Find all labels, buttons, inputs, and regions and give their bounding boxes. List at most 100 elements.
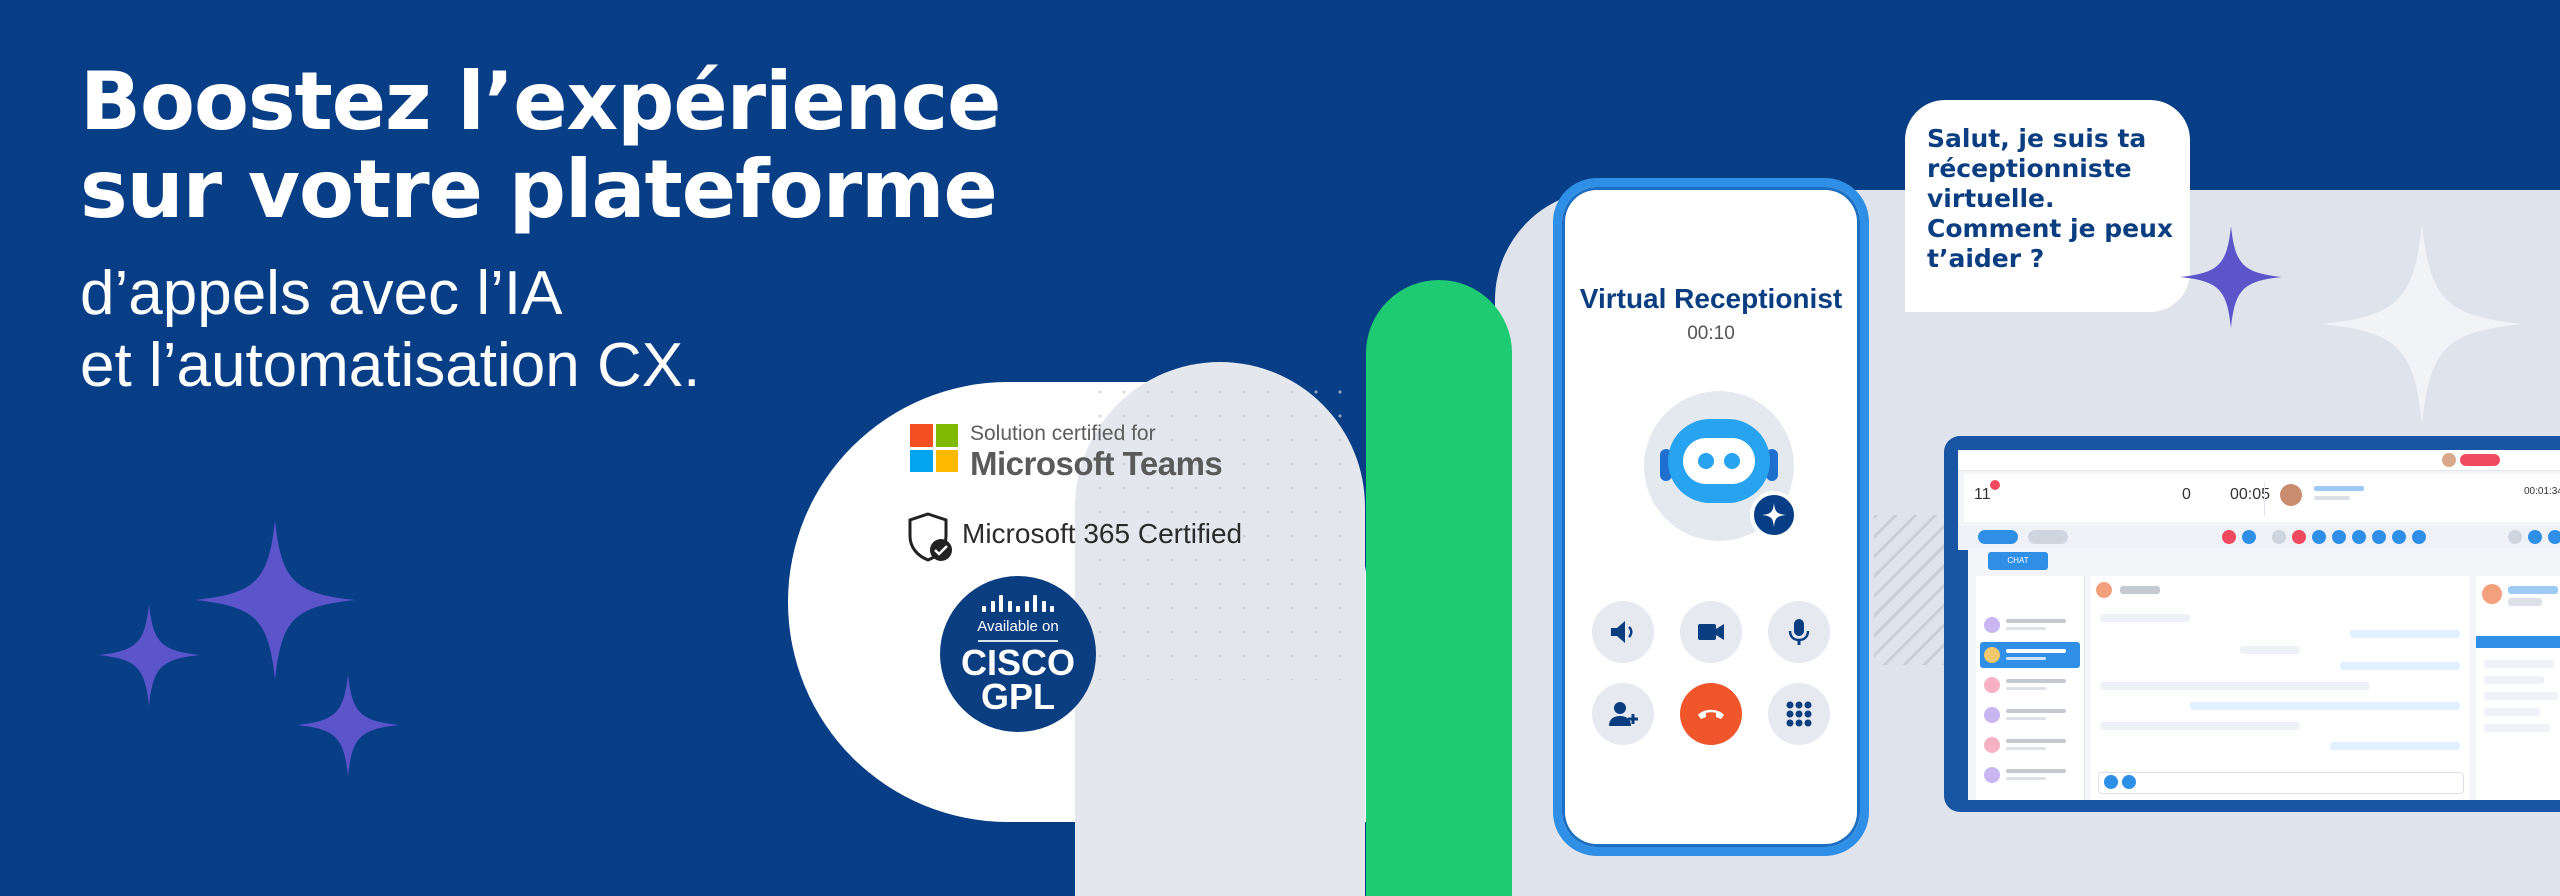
speaker-icon xyxy=(1611,621,1633,643)
add-user-button[interactable] xyxy=(1592,683,1654,745)
add-user-icon xyxy=(1609,702,1638,726)
ai-sparkle-badge xyxy=(1750,491,1798,539)
sparkle-icon xyxy=(98,604,200,706)
teams-certification: Solution certified for Microsoft Teams xyxy=(970,422,1223,482)
chat-input[interactable] xyxy=(2098,772,2464,794)
toolbar-action[interactable] xyxy=(2332,530,2346,544)
teams-cert-caption: Solution certified for xyxy=(970,422,1156,445)
subheadline-line-1: d’appels avec l’IA xyxy=(80,259,563,328)
avatar xyxy=(2482,584,2502,604)
stat-time-2: 00:01:34 xyxy=(2524,486,2560,497)
toolbar-action[interactable] xyxy=(2412,530,2426,544)
chat-panel xyxy=(2090,576,2470,800)
chat-message xyxy=(2240,646,2300,654)
contact-center-screen: 11 0 00:05 00:01:34 xyxy=(1958,450,2560,800)
toolbar-action[interactable] xyxy=(2372,530,2386,544)
headline-line-2: sur votre plateforme xyxy=(80,143,998,236)
robot-eye-left xyxy=(1698,453,1714,469)
status-button[interactable] xyxy=(1978,530,2018,544)
hang-up-button[interactable] xyxy=(1680,683,1742,745)
alert-dot xyxy=(1990,480,2000,490)
app-topbar xyxy=(1958,450,2560,471)
status-badge xyxy=(2460,454,2500,466)
chat-message xyxy=(2330,742,2460,750)
toolbar-action[interactable] xyxy=(2312,530,2326,544)
call-timer: 00:10 xyxy=(1687,323,1735,344)
teams-cert-name: Microsoft Teams xyxy=(970,445,1223,482)
keypad-button[interactable] xyxy=(1768,683,1830,745)
speech-bubble: Salut, je suis ta réceptionniste virtuel… xyxy=(1905,100,2190,312)
chat-message xyxy=(2350,630,2460,638)
cisco-name-line-2: GPL xyxy=(980,676,1055,717)
chat-message xyxy=(2100,722,2300,730)
subheadline-line-2: et l’automatisation CX. xyxy=(80,331,701,400)
keypad-icon xyxy=(1786,701,1812,727)
call-title: Virtual Receptionist xyxy=(1579,283,1843,314)
attach-button[interactable] xyxy=(2122,775,2136,789)
list-item[interactable] xyxy=(1980,672,2080,698)
phone-mockup: Virtual Receptionist 00:10 xyxy=(1553,178,1869,856)
toolbar-action[interactable] xyxy=(2392,530,2406,544)
robot-face xyxy=(1683,438,1755,484)
toolbar-action[interactable] xyxy=(2528,530,2542,544)
microphone-icon xyxy=(1788,619,1810,645)
chat-message xyxy=(2340,662,2460,670)
cisco-name-line-1: CISCO xyxy=(960,642,1075,683)
toolbar-action[interactable] xyxy=(2548,530,2560,544)
emoji-button[interactable] xyxy=(2104,775,2118,789)
cisco-divider xyxy=(978,640,1058,642)
green-pill-shape xyxy=(1366,280,1512,896)
speaker-button[interactable] xyxy=(1592,601,1654,663)
toolbar xyxy=(1958,526,2560,548)
chat-message xyxy=(2190,702,2460,710)
stats-panel: 11 0 00:05 00:01:34 xyxy=(1964,474,2560,522)
queue-button[interactable] xyxy=(2028,530,2068,544)
video-button[interactable] xyxy=(1680,601,1742,663)
list-item[interactable] xyxy=(1980,732,2080,758)
sparkle-icon xyxy=(1762,503,1786,527)
details-tab[interactable] xyxy=(2476,636,2560,648)
sparkle-icon xyxy=(195,520,355,680)
robot-eye-right xyxy=(1724,453,1740,469)
microphone-button[interactable] xyxy=(1768,601,1830,663)
chat-message xyxy=(2100,682,2370,690)
stat-count: 11 xyxy=(1974,486,1991,503)
laptop-mockup: 11 0 00:05 00:01:34 xyxy=(1944,436,2560,812)
contact-details-panel xyxy=(2476,576,2560,800)
app-sidebar xyxy=(1958,550,1968,800)
bubble-line-4: Comment je peux xyxy=(1927,214,2174,243)
stat-time: 00:05 xyxy=(2230,486,2271,503)
hang-up-icon xyxy=(1698,709,1724,719)
avatar xyxy=(2280,484,2302,506)
list-item[interactable] xyxy=(1980,702,2080,728)
shield-check-icon xyxy=(908,512,952,562)
m365-certification: Microsoft 365 Certified xyxy=(962,518,1243,549)
list-item[interactable] xyxy=(1980,762,2080,788)
conversation-list xyxy=(1976,576,2085,800)
avatar xyxy=(2096,582,2112,598)
video-icon xyxy=(1698,624,1724,640)
sparkle-icon xyxy=(2322,224,2522,424)
list-item[interactable] xyxy=(1980,612,2080,638)
dot-pattern xyxy=(1088,380,1348,680)
tab-chat[interactable]: CHAT xyxy=(1988,552,2048,570)
headline: Boostez l’expérience sur votre plateform… xyxy=(80,58,1001,402)
bubble-line-5: t’aider ? xyxy=(1927,244,2045,273)
avatar xyxy=(2442,453,2456,467)
phone-button[interactable] xyxy=(2272,530,2286,544)
cisco-logo-icon xyxy=(982,590,1054,612)
list-item[interactable] xyxy=(1980,642,2080,668)
cisco-gpl-name: CISCO GPL xyxy=(940,642,1096,717)
toolbar-action[interactable] xyxy=(2508,530,2522,544)
cisco-available-label: Available on xyxy=(977,618,1059,635)
chat-message xyxy=(2100,614,2190,622)
sparkle-icon xyxy=(297,674,399,776)
end-call-button[interactable] xyxy=(2292,530,2306,544)
record-button[interactable] xyxy=(2222,530,2236,544)
microsoft-logo-icon xyxy=(910,424,958,472)
stat-zero: 0 xyxy=(2182,486,2191,503)
bubble-line-1: Salut, je suis ta xyxy=(1927,124,2147,153)
hold-button[interactable] xyxy=(2242,530,2256,544)
toolbar-action[interactable] xyxy=(2352,530,2366,544)
